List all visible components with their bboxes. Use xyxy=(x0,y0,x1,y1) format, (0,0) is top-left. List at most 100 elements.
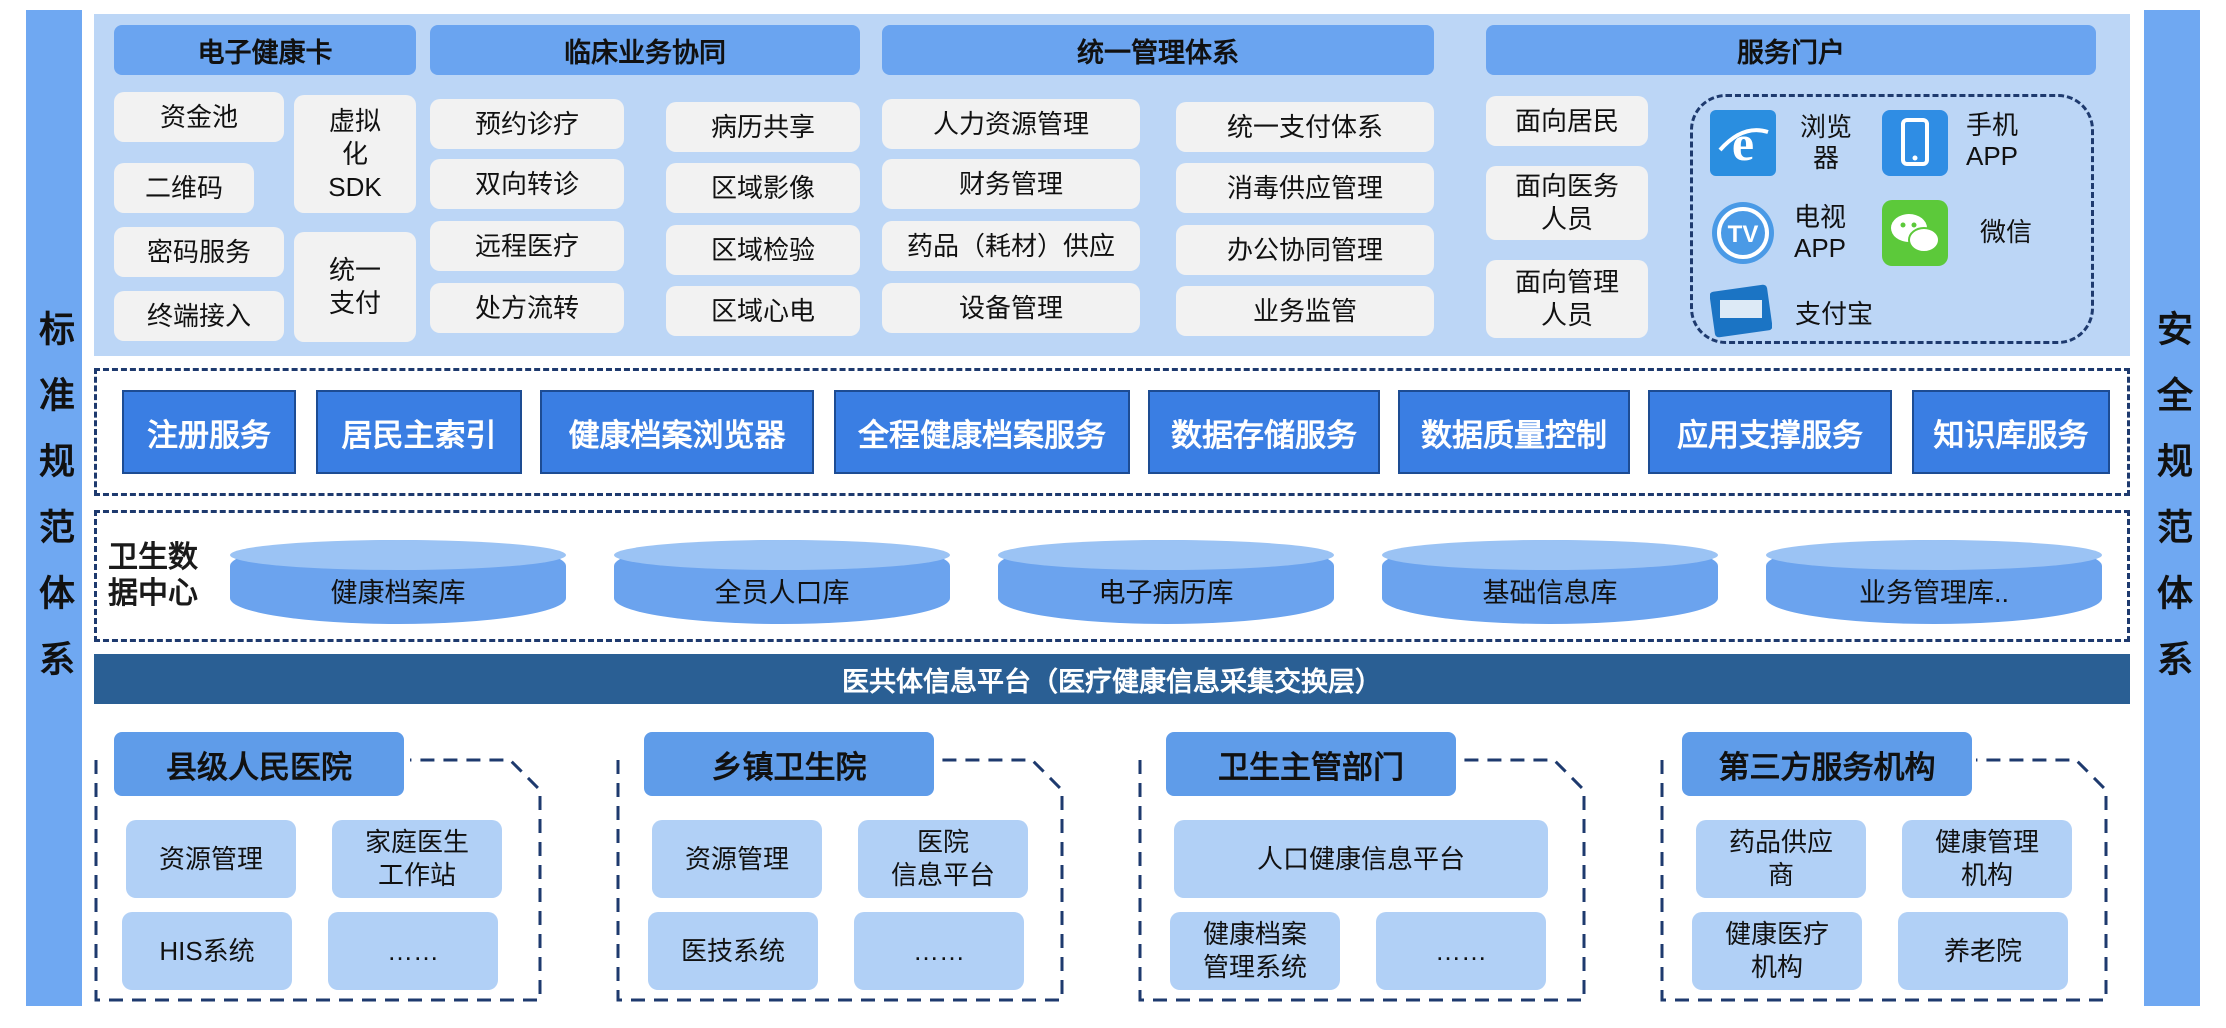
data-center-title-text: 卫生数 据中心 xyxy=(108,541,198,610)
portal-target-medical-staff: 面向医务 人员 xyxy=(1486,166,1648,240)
portal-channels-box xyxy=(1690,94,2094,344)
unified-mgmt-header: 统一管理体系 xyxy=(882,25,1434,75)
inst-cell-label: HIS系统 xyxy=(159,935,255,966)
channel-mobile-label: 手机 APP xyxy=(1966,110,2056,180)
db-label: 健康档案库 xyxy=(330,577,466,608)
unified-payment: 统一 支付 xyxy=(294,232,416,342)
inst-cell: 医院 信息平台 xyxy=(858,820,1028,898)
mgmt-item: 财务管理 xyxy=(882,159,1140,209)
mgmt-item: 业务监管 xyxy=(1176,286,1434,336)
db-label: 全员人口库 xyxy=(714,577,850,608)
card-item-qrcode: 二维码 xyxy=(114,163,254,213)
clinical-item: 区域影像 xyxy=(666,163,860,213)
standards-system-bar: 标准规范体系 xyxy=(26,10,82,1006)
wechat-icon xyxy=(1882,200,1948,266)
db-business-mgmt-top xyxy=(1766,540,2102,570)
db-basic-info-top xyxy=(1382,540,1718,570)
virtual-sdk-label: 虚拟 化 SDK xyxy=(328,105,382,202)
portal-target-label: 面向居民 xyxy=(1514,105,1619,136)
inst-cell: 健康医疗 机构 xyxy=(1692,912,1862,990)
inst-cell-label: …… xyxy=(913,935,965,966)
inst-cell: 家庭医生 工作站 xyxy=(332,820,502,898)
inst-cell-label: 人口健康信息平台 xyxy=(1256,843,1465,874)
channel-wechat-label: 微信 xyxy=(1966,214,2046,250)
ehealth-card-header: 电子健康卡 xyxy=(114,25,416,75)
card-item-fund-pool: 资金池 xyxy=(114,92,284,142)
unified-payment-label: 统一 支付 xyxy=(328,255,381,318)
mobile-phone-icon xyxy=(1882,110,1948,176)
clinical-item: 双向转诊 xyxy=(430,159,624,209)
inst-authority-title: 卫生主管部门 xyxy=(1166,732,1456,796)
inst-cell-label: 资源管理 xyxy=(158,843,263,874)
inst-cell-label: 资源管理 xyxy=(684,843,789,874)
inst-cell: HIS系统 xyxy=(122,912,292,990)
clinical-item: 病历共享 xyxy=(666,102,860,152)
mgmt-item: 消毒供应管理 xyxy=(1176,163,1434,213)
mgmt-item: 办公协同管理 xyxy=(1176,225,1434,275)
clinical-item: 处方流转 xyxy=(430,283,624,333)
portal-target-residents: 面向居民 xyxy=(1486,96,1648,146)
data-center-title: 卫生数 据中心 xyxy=(108,540,218,620)
portal-target-managers: 面向管理 人员 xyxy=(1486,260,1648,338)
inst-township-title: 乡镇卫生院 xyxy=(644,732,934,796)
inst-cell: 药品供应 商 xyxy=(1696,820,1866,898)
inst-cell-label: 健康档案 管理系统 xyxy=(1202,919,1307,982)
service-resident-index: 居民主索引 xyxy=(316,390,522,474)
security-system-bar: 安全规范体系 xyxy=(2144,10,2200,1006)
service-registration: 注册服务 xyxy=(122,390,296,474)
platform-band: 医共体信息平台（医疗健康信息采集交换层） xyxy=(94,654,2130,704)
inst-cell: 资源管理 xyxy=(652,820,822,898)
service-data-storage: 数据存储服务 xyxy=(1148,390,1380,474)
card-item-crypto: 密码服务 xyxy=(114,227,284,277)
channel-browser-text: 浏览 器 xyxy=(1799,112,1852,173)
inst-cell-label: 健康医疗 机构 xyxy=(1724,919,1829,982)
clinical-item: 区域检验 xyxy=(666,225,860,275)
channel-alipay-text: 支付宝 xyxy=(1794,298,1873,329)
portal-target-label: 面向管理 人员 xyxy=(1514,267,1619,330)
svg-text:TV: TV xyxy=(1728,221,1759,248)
mgmt-item: 统一支付体系 xyxy=(1176,102,1434,152)
channel-wechat-text: 微信 xyxy=(1979,216,2032,247)
inst-cell: 医技系统 xyxy=(648,912,818,990)
service-app-support: 应用支撑服务 xyxy=(1648,390,1892,474)
channel-tv-label: 电视 APP xyxy=(1780,198,1860,268)
channel-browser-label: 浏览 器 xyxy=(1786,108,1866,178)
inst-cell: 资源管理 xyxy=(126,820,296,898)
inst-cell-label: 医院 信息平台 xyxy=(890,827,995,890)
db-health-record-top xyxy=(230,540,566,570)
db-label: 基础信息库 xyxy=(1482,577,1618,608)
channel-alipay-label: 支付宝 xyxy=(1784,296,1884,332)
clinical-collab-header: 临床业务协同 xyxy=(430,25,860,75)
service-knowledge-base: 知识库服务 xyxy=(1912,390,2110,474)
channel-tv-text: 电视 APP xyxy=(1793,202,1847,263)
mgmt-item: 人力资源管理 xyxy=(882,99,1140,149)
service-record-browser: 健康档案浏览器 xyxy=(540,390,814,474)
alipay-icon xyxy=(1709,282,1773,340)
clinical-item: 区域心电 xyxy=(666,286,860,336)
db-population-top xyxy=(614,540,950,570)
inst-cell-label: 医技系统 xyxy=(680,935,785,966)
security-system-label: 安全规范体系 xyxy=(2152,310,2193,706)
support-services-row xyxy=(94,368,2130,496)
inst-cell-label: 养老院 xyxy=(1943,935,2022,966)
inst-cell: 养老院 xyxy=(1898,912,2068,990)
db-label: 业务管理库.. xyxy=(1858,577,2009,608)
inst-cell-label: 药品供应 商 xyxy=(1728,827,1833,890)
ie-browser-icon: e xyxy=(1710,110,1776,176)
service-data-quality: 数据质量控制 xyxy=(1398,390,1630,474)
inst-cell: 健康管理 机构 xyxy=(1902,820,2072,898)
inst-county-hospital-title: 县级人民医院 xyxy=(114,732,404,796)
service-portal-header: 服务门户 xyxy=(1486,25,2096,75)
tv-icon: TV xyxy=(1710,200,1776,266)
mgmt-item: 设备管理 xyxy=(882,283,1140,333)
service-full-record: 全程健康档案服务 xyxy=(834,390,1130,474)
virtual-sdk: 虚拟 化 SDK xyxy=(294,95,416,213)
clinical-item: 远程医疗 xyxy=(430,221,624,271)
card-item-terminal: 终端接入 xyxy=(114,291,284,341)
db-label: 电子病历库 xyxy=(1098,577,1234,608)
mgmt-item: 药品（耗材）供应 xyxy=(882,221,1140,271)
health-data-center xyxy=(94,510,2130,642)
inst-cell: …… xyxy=(854,912,1024,990)
inst-cell-label: …… xyxy=(387,935,439,966)
